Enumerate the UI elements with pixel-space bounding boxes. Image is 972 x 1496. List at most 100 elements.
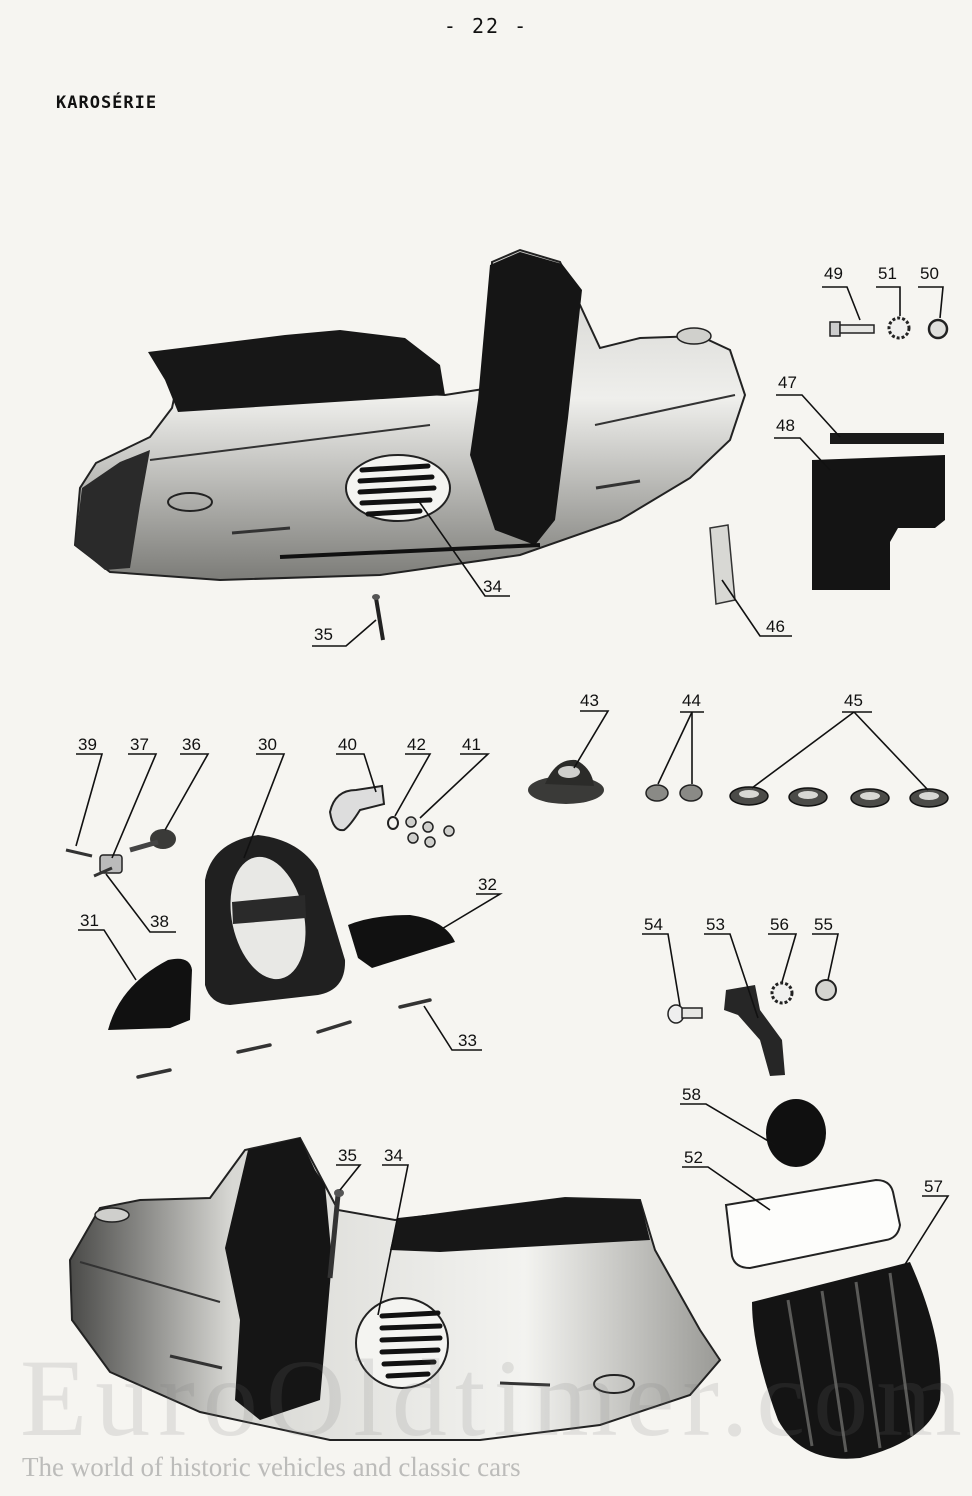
grommets-44 (645, 784, 703, 802)
svg-text:43: 43 (580, 691, 599, 710)
washer-56 (770, 981, 794, 1005)
strip-46 (709, 524, 736, 605)
svg-text:57: 57 (924, 1177, 943, 1196)
svg-text:52: 52 (684, 1148, 703, 1167)
svg-text:47: 47 (778, 373, 797, 392)
floor-mat-57 (752, 1262, 941, 1459)
callout-50: 50 (918, 264, 944, 319)
svg-text:36: 36 (182, 735, 201, 754)
callout-33: 33 (423, 1005, 482, 1051)
callout-39: 39 (75, 735, 104, 847)
rear-body-bottom-view (68, 1136, 722, 1441)
svg-text:54: 54 (644, 915, 663, 934)
mudflap-48 (812, 455, 945, 590)
svg-text:32: 32 (478, 875, 497, 894)
callout-55: 55 (812, 915, 839, 981)
svg-text:46: 46 (766, 617, 785, 636)
legshield-bottom (225, 1138, 332, 1420)
callout-43: 43 (573, 691, 610, 769)
side-cover-32 (348, 915, 455, 968)
seat-bottom (390, 1198, 650, 1252)
screw-36 (129, 829, 176, 853)
svg-text:31: 31 (80, 911, 99, 930)
svg-text:30: 30 (258, 735, 277, 754)
washer-51 (887, 316, 911, 340)
bolt-49 (829, 321, 875, 337)
callout-57: 57 (903, 1177, 950, 1267)
svg-text:55: 55 (814, 915, 833, 934)
callout-34-top: 34 (417, 499, 510, 597)
page-number: - 22 - (443, 14, 529, 38)
ring-42 (387, 816, 399, 830)
svg-text:37: 37 (130, 735, 149, 754)
svg-text:41: 41 (462, 735, 481, 754)
svg-text:51: 51 (878, 264, 897, 283)
rivet-35-bottom (327, 1189, 344, 1279)
svg-text:35: 35 (338, 1146, 357, 1165)
callout-40: 40 (336, 735, 377, 793)
callout-54: 54 (642, 915, 681, 1007)
bracket-53 (724, 985, 785, 1076)
vent-grille-bottom (355, 1297, 449, 1389)
callout-35-top: 35 (312, 619, 377, 647)
svg-text:50: 50 (920, 264, 939, 283)
svg-text:45: 45 (844, 691, 863, 710)
svg-text:44: 44 (682, 691, 701, 710)
callout-51: 51 (876, 264, 901, 316)
rivets-33 (136, 998, 432, 1079)
callout-58: 58 (680, 1085, 776, 1146)
callout-47: 47 (776, 373, 841, 438)
svg-text:34: 34 (483, 577, 502, 596)
headlamp-frame-30 (205, 835, 346, 1005)
callout-53: 53 (704, 915, 759, 1019)
svg-text:34: 34 (384, 1146, 403, 1165)
callout-52: 52 (682, 1148, 771, 1211)
svg-text:48: 48 (776, 416, 795, 435)
fastener-37-38 (93, 854, 123, 878)
svg-text:33: 33 (458, 1031, 477, 1050)
callout-41: 41 (419, 735, 491, 819)
watermark-brand: EuroOldtimer.com (20, 1337, 970, 1459)
svg-text:42: 42 (407, 735, 426, 754)
callout-45: 45 (751, 691, 929, 791)
seat-top (148, 330, 445, 412)
callout-49: 49 (822, 264, 861, 321)
side-cover-31 (108, 958, 192, 1030)
nut-50 (927, 318, 949, 340)
callout-44: 44 (657, 691, 704, 785)
mudflap-strip-47 (830, 433, 944, 444)
svg-text:49: 49 (824, 264, 843, 283)
rivet-35-top (372, 594, 385, 641)
callout-56: 56 (768, 915, 798, 983)
reflector-58 (766, 1099, 826, 1167)
callout-36: 36 (164, 735, 210, 831)
callout-30: 30 (243, 735, 286, 859)
callout-35-bottom: 35 (336, 1146, 362, 1191)
callout-32: 32 (439, 875, 503, 931)
bolt-54 (667, 1004, 703, 1024)
svg-text:38: 38 (150, 912, 169, 931)
rear-body-top-view (73, 248, 747, 582)
grommet-43 (528, 759, 604, 804)
svg-text:40: 40 (338, 735, 357, 754)
nut-55 (815, 979, 837, 1001)
svg-text:56: 56 (770, 915, 789, 934)
callout-48: 48 (774, 416, 831, 471)
legshield-top (470, 252, 582, 545)
callout-37: 37 (111, 735, 158, 859)
hook-40 (328, 784, 386, 832)
callout-34-bottom: 34 (377, 1146, 409, 1316)
svg-text:35: 35 (314, 625, 333, 644)
grommets-45 (729, 786, 949, 808)
nuts-41 (405, 816, 455, 848)
svg-text:58: 58 (682, 1085, 701, 1104)
callout-42: 42 (394, 735, 432, 817)
pin-39 (65, 848, 93, 858)
callout-46: 46 (721, 579, 792, 637)
watermark-tagline: The world of historic vehicles and class… (22, 1452, 521, 1482)
callout-38: 38 (105, 873, 176, 933)
section-title: KAROSÉRIE (56, 93, 158, 113)
svg-text:39: 39 (78, 735, 97, 754)
svg-text:53: 53 (706, 915, 725, 934)
